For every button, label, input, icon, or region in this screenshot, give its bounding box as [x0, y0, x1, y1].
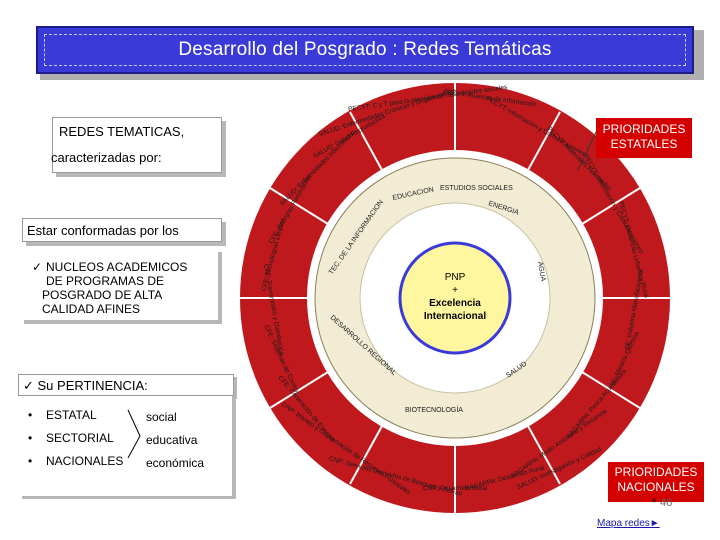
conformadas-heading: Estar conformadas por los — [27, 223, 179, 238]
prioridades-nacionales-box: PRIORIDADES NACIONALES — [608, 462, 704, 502]
page-title: Desarrollo del Posgrado : Redes Temática… — [178, 39, 552, 60]
nucleos-line-2: DE PROGRAMAS DE — [46, 274, 165, 288]
pertinencia-left-1: ESTATAL — [46, 408, 97, 422]
center-line-2: + — [452, 285, 458, 296]
title-frame: Desarrollo del Posgrado : Redes Temática… — [44, 34, 686, 66]
conformadas-heading-box: Estar conformadas por los — [22, 218, 222, 242]
prioridades-estatales-line-2: ESTATALES — [610, 137, 678, 151]
nucleos-check: ✓ — [32, 260, 43, 274]
pertinencia-left-2: SECTORIAL — [46, 431, 114, 445]
pertinencia-right-1: social — [146, 410, 177, 424]
prioridades-nacionales-line-2: NACIONALES — [617, 480, 695, 494]
pertinencia-bullet-3: • — [28, 454, 33, 468]
pertinencia-heading: ✓ Su PERTINENCIA: — [23, 378, 148, 393]
pertinencia-bullet-1: • — [28, 408, 33, 422]
inner-label-estudios-sociales: ESTUDIOS SOCIALES — [440, 185, 513, 192]
outer-ring-dividers — [240, 83, 670, 513]
inner-label-biotecnologia: BIOTECNOLOGÍA — [405, 405, 463, 414]
pertinencia-bullet-2: • — [28, 431, 33, 445]
page-number: 46 — [660, 497, 673, 509]
inner-label-agua: AGUA — [536, 261, 546, 282]
pertinencia-right-3: económica — [146, 456, 205, 470]
pertinencia-left-3: NACIONALES — [46, 454, 124, 468]
page-marker: * — [652, 497, 657, 509]
pertinencia-brace — [127, 409, 141, 459]
pertinencia-right-2: educativa — [146, 433, 198, 447]
pertinencia-list: • ESTATAL social • SECTORIAL educativa •… — [18, 396, 232, 496]
nucleos-line-4: CALIDAD AFINES — [42, 302, 141, 316]
pertinencia-heading-box: ✓ Su PERTINENCIA: — [18, 374, 234, 396]
prioridades-nacionales-line-1: PRIORIDADES — [614, 465, 698, 479]
nucleos-line-3: POSGRADO DE ALTA — [42, 288, 163, 302]
redes-line-1: REDES TEMATICAS, — [59, 124, 185, 139]
redes-box: REDES TEMATICAS, caracterizadas por: — [51, 117, 222, 173]
center-circle — [398, 241, 512, 355]
mapa-redes-link[interactable]: Mapa redes► — [597, 518, 660, 529]
prioridades-estatales-line-1: PRIORIDADES — [602, 122, 686, 136]
prioridades-estatales-box: PRIORIDADES ESTATALES — [596, 118, 692, 158]
nucleos-box: ✓ NUCLEOS ACADEMICOS DE PROGRAMAS DE POS… — [20, 248, 218, 320]
center-line-1: PNP — [445, 272, 466, 283]
nucleos-line-1: NUCLEOS ACADEMICOS — [46, 260, 188, 274]
title-bar: Desarrollo del Posgrado : Redes Temática… — [36, 26, 694, 74]
center-line-3: Excelencia — [429, 298, 481, 309]
redes-line-2: caracterizadas por: — [51, 150, 162, 165]
center-line-4: Internacional — [424, 311, 486, 322]
outer-label-12: CNP: Desarrollo Rural — [423, 485, 488, 492]
estatales-pointer — [577, 127, 599, 171]
